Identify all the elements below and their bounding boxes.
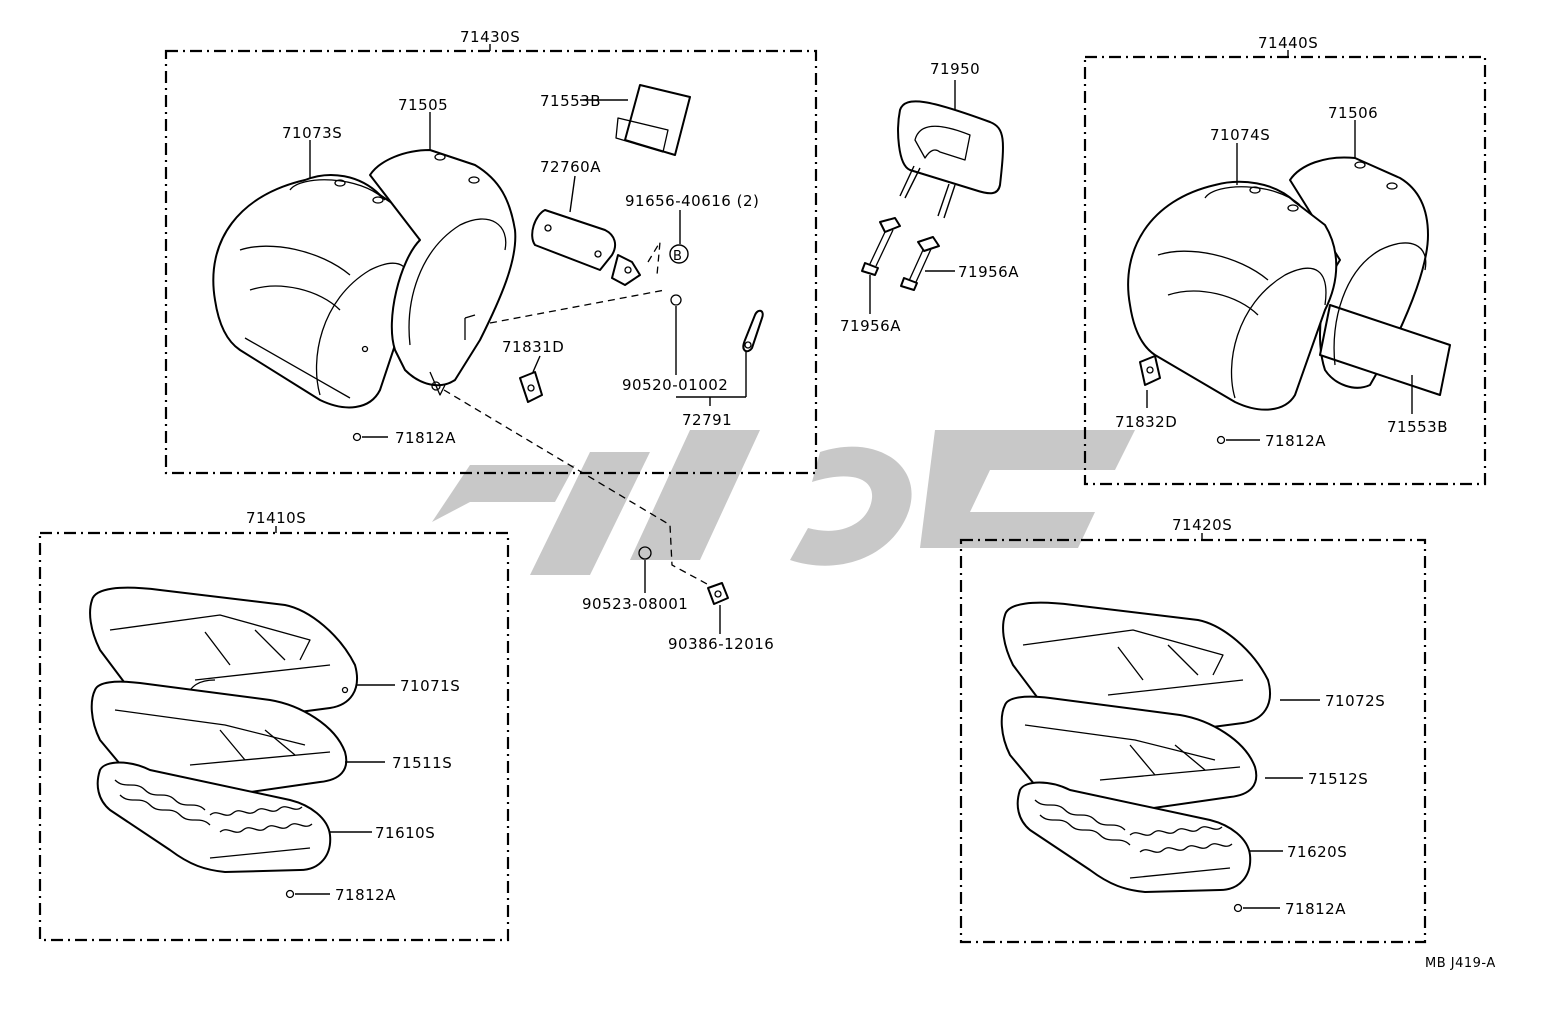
group-frame [1083, 55, 1487, 486]
ring-icon [1233, 903, 1280, 913]
headrest-group: 71950 71956A 71956A [840, 60, 1019, 335]
label-71553b-2: 71553B [1387, 418, 1448, 436]
label-71620s: 71620S [1287, 843, 1347, 861]
label-71074s: 71074S [1210, 126, 1270, 144]
label-71505: 71505 [398, 96, 448, 114]
group-frame [164, 49, 818, 475]
cushion-frame-icon [1016, 781, 1252, 893]
label-71512s: 71512S [1308, 770, 1368, 788]
cushion-pad-icon [1000, 695, 1258, 817]
label-90520: 90520-01002 [622, 376, 728, 394]
diagram-code: MB J419-A [1425, 956, 1496, 971]
seatback-frame-icon [1289, 156, 1451, 396]
group-71430s: 71430S [164, 28, 818, 591]
group-71420s: 71420S 71072S 71512S [959, 516, 1427, 944]
clip-90523-icon [638, 546, 652, 560]
label-71812a: 71812A [395, 429, 456, 447]
label-90523: 90523-08001 [582, 595, 688, 613]
group-frame [959, 538, 1427, 944]
label-71506: 71506 [1328, 104, 1378, 122]
label-71956a-1: 71956A [958, 263, 1019, 281]
ring-icon [1216, 435, 1260, 445]
label-91656: 91656-40616 (2) [625, 192, 759, 210]
ring-icon [285, 889, 330, 899]
label-71071s: 71071S [400, 677, 460, 695]
clip-icon [1139, 355, 1161, 386]
label-71553b: 71553B [540, 92, 601, 110]
label-71610s: 71610S [375, 824, 435, 842]
hardware-group: 90523-08001 90386-12016 [582, 546, 774, 653]
group-label: 71440S [1258, 34, 1318, 52]
label-71511s: 71511S [392, 754, 452, 772]
headrest-guide-icon [861, 217, 940, 291]
callout-b-label: B [673, 249, 682, 264]
label-71956a-2: 71956A [840, 317, 901, 335]
bolt-icon [707, 582, 729, 605]
group-label: 71430S [460, 28, 520, 46]
callout-b [669, 244, 689, 264]
cushion-frame-icon [96, 761, 332, 873]
ring-icon [352, 432, 388, 442]
group-label: 71420S [1172, 516, 1232, 534]
cover-icon [531, 209, 617, 271]
label-71812a-3: 71812A [335, 886, 396, 904]
clip-icon [519, 371, 543, 403]
group-label: 71410S [246, 509, 306, 527]
label-71831d: 71831D [502, 338, 564, 356]
lever-icon [742, 309, 764, 353]
label-71812a-4: 71812A [1285, 900, 1346, 918]
group-71410s: 71410S 71071S [38, 509, 510, 942]
group-frame [38, 531, 510, 942]
label-71072s: 71072S [1325, 692, 1385, 710]
label-71832d: 71832D [1115, 413, 1177, 431]
seatback-frame-icon [369, 149, 517, 396]
label-71073s: 71073S [282, 124, 342, 142]
label-71950: 71950 [930, 60, 980, 78]
watermark-logo [432, 430, 1135, 575]
group-71440s: 71440S 71074S 7150 [1083, 34, 1487, 486]
seatback-icon [212, 174, 423, 409]
label-72760a: 72760A [540, 158, 601, 176]
bracket-icon [611, 254, 641, 286]
seatback-icon [1127, 180, 1338, 411]
label-90386: 90386-12016 [668, 635, 774, 653]
label-71812a-2: 71812A [1265, 432, 1326, 450]
label-72791: 72791 [682, 411, 732, 429]
headrest-icon [897, 100, 1004, 219]
clip-90520-icon [670, 294, 682, 306]
side-panel-icon [615, 84, 691, 156]
